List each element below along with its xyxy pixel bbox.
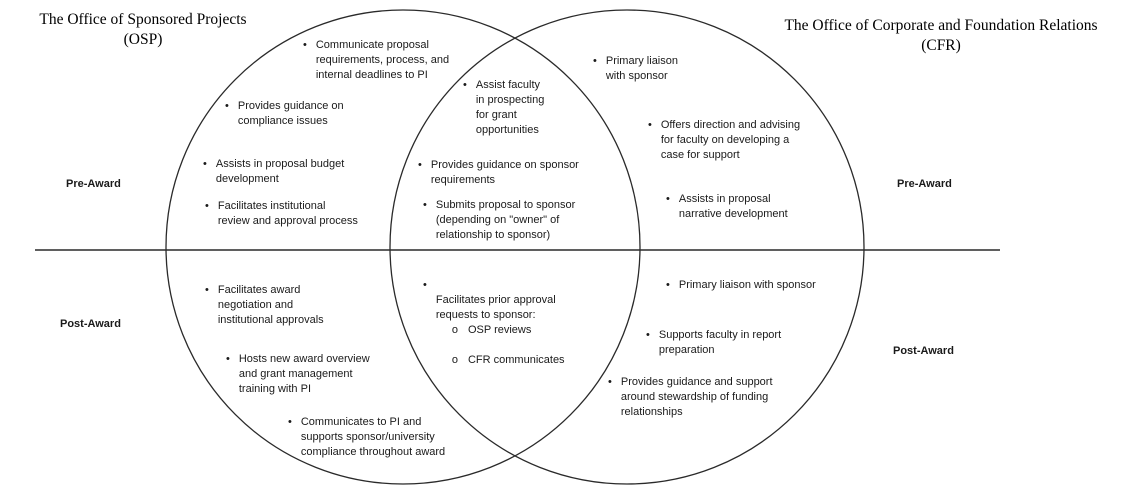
item-text: Provides guidance on compliance issues: [237, 100, 344, 127]
item-text-group: Facilitates prior approval requests to s…: [436, 278, 565, 383]
bullet-icon: •: [463, 79, 467, 91]
osp-post-item-3: • Communicates to PI and supports sponso…: [288, 415, 445, 460]
osp-pre-item-3: • Assists in proposal budget development: [203, 157, 344, 187]
cfr-post-item-1: • Primary liaison with sponsor: [666, 278, 816, 293]
circle-bullet-icon: o: [451, 324, 458, 336]
bullet-icon: •: [608, 376, 612, 388]
item-text: Facilitates institutional review and app…: [217, 200, 358, 227]
shared-pre-item-2: • Provides guidance on sponsor requireme…: [418, 158, 579, 188]
row-label-cfr-pre-award: Pre-Award: [897, 178, 952, 190]
item-text: Assists in proposal budget development: [215, 158, 345, 185]
sub-item-text: OSP reviews: [467, 324, 532, 336]
sub-item-text: CFR communicates: [467, 354, 565, 366]
bullet-icon: •: [288, 416, 292, 428]
item-text: Facilitates award negotiation and instit…: [217, 284, 324, 326]
cfr-pre-item-3: • Assists in proposal narrative developm…: [666, 192, 788, 222]
item-text: Offers direction and advising for facult…: [660, 119, 801, 161]
item-text: Assist faculty in prospecting for grant …: [475, 79, 545, 136]
bullet-icon: •: [648, 119, 652, 131]
bullet-icon: •: [205, 284, 209, 296]
osp-title: The Office of Sponsored Projects (OSP): [39, 11, 247, 48]
item-text: Primary liaison with sponsor: [678, 279, 816, 291]
item-text: Provides guidance on sponsor requirement…: [430, 159, 579, 186]
bullet-icon: •: [423, 199, 427, 211]
bullet-icon: •: [593, 55, 597, 67]
osp-post-item-2: • Hosts new award overview and grant man…: [226, 352, 370, 397]
row-label-cfr-post-award: Post-Award: [893, 345, 954, 357]
osp-pre-item-1: • Communicate proposal requirements, pro…: [303, 38, 449, 83]
cfr-title: The Office of Corporate and Foundation R…: [784, 17, 1098, 54]
item-text: Hosts new award overview and grant manag…: [238, 353, 370, 395]
bullet-icon: •: [303, 39, 307, 51]
bullet-icon: •: [666, 279, 670, 291]
item-text: Communicates to PI and supports sponsor/…: [300, 416, 446, 458]
item-text: Assists in proposal narrative developmen…: [678, 193, 788, 220]
cfr-circle: [389, 9, 865, 485]
item-text: Communicate proposal requirements, proce…: [315, 39, 450, 81]
shared-pre-item-1: • Assist faculty in prospecting for gran…: [463, 78, 544, 138]
row-label-osp-pre-award: Pre-Award: [66, 178, 121, 190]
osp-circle: [165, 9, 641, 485]
bullet-icon: •: [226, 353, 230, 365]
bullet-icon: •: [646, 329, 650, 341]
bullet-icon: •: [423, 279, 427, 291]
osp-post-item-1: • Facilitates award negotiation and inst…: [205, 283, 324, 328]
cfr-post-item-3: • Provides guidance and support around s…: [608, 375, 773, 420]
bullet-icon: •: [203, 158, 207, 170]
cfr-post-item-2: • Supports faculty in report preparation: [646, 328, 781, 358]
item-text: Submits proposal to sponsor (depending o…: [435, 199, 576, 241]
item-text: Facilitates prior approval requests to s…: [435, 294, 556, 321]
cfr-pre-item-2: • Offers direction and advising for facu…: [648, 118, 800, 163]
cfr-pre-item-1: • Primary liaison with sponsor: [593, 54, 678, 84]
osp-pre-item-2: • Provides guidance on compliance issues: [225, 99, 344, 129]
bullet-icon: •: [225, 100, 229, 112]
sub-item: o OSP reviews: [452, 323, 565, 338]
bullet-icon: •: [418, 159, 422, 171]
row-label-osp-post-award: Post-Award: [60, 318, 121, 330]
sub-item: o CFR communicates: [452, 353, 565, 368]
bullet-icon: •: [666, 193, 670, 205]
shared-pre-item-3: • Submits proposal to sponsor (depending…: [423, 198, 575, 243]
item-text: Provides guidance and support around ste…: [620, 376, 773, 418]
bullet-icon: •: [205, 200, 209, 212]
osp-pre-item-4: • Facilitates institutional review and a…: [205, 199, 358, 229]
shared-post-item-1: • Facilitates prior approval requests to…: [423, 278, 565, 383]
item-text: Primary liaison with sponsor: [605, 55, 678, 82]
circle-bullet-icon: o: [451, 354, 458, 366]
item-text: Supports faculty in report preparation: [658, 329, 782, 356]
